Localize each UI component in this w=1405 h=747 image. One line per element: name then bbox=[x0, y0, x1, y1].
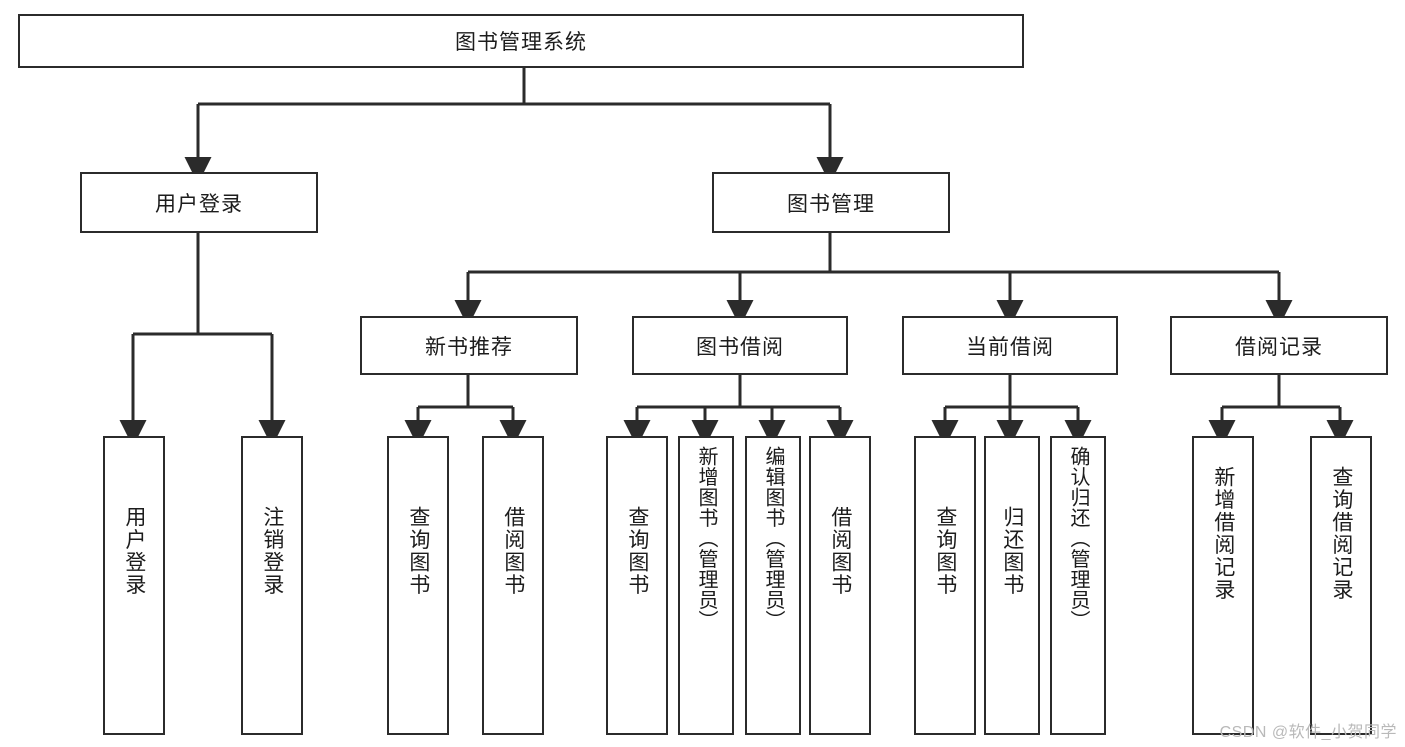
node-label: 借阅图书 bbox=[501, 506, 525, 596]
node-label: 图书借阅 bbox=[696, 335, 784, 359]
node-label: 用户登录 bbox=[155, 192, 243, 216]
csdn-watermark: CSDN @软件_小贺同学 bbox=[1219, 724, 1397, 741]
node-label: 查询图书 bbox=[933, 506, 957, 596]
node-label: 查询图书 bbox=[625, 506, 649, 596]
node-label: 新书推荐 bbox=[425, 335, 513, 359]
leaf-user-login-login[interactable]: 用户登录 bbox=[103, 436, 165, 735]
leaf-current-borrow-confirm-return[interactable]: 确认归还（管理员） bbox=[1050, 436, 1106, 735]
leaf-new-book-query-book[interactable]: 查询图书 bbox=[387, 436, 449, 735]
node-book-borrow[interactable]: 图书借阅 bbox=[632, 316, 848, 375]
leaf-borrow-record-query-record[interactable]: 查询借阅记录 bbox=[1310, 436, 1372, 735]
node-label: 新增图书（管理员） bbox=[695, 446, 717, 631]
node-label: 新增借阅记录 bbox=[1211, 466, 1235, 601]
node-borrow-record[interactable]: 借阅记录 bbox=[1170, 316, 1388, 375]
node-label: 查询借阅记录 bbox=[1329, 466, 1353, 601]
node-label: 图书管理 bbox=[787, 192, 875, 216]
leaf-book-borrow-edit-book[interactable]: 编辑图书（管理员） bbox=[745, 436, 801, 735]
node-root-system[interactable]: 图书管理系统 bbox=[18, 14, 1024, 68]
node-label: 借阅图书 bbox=[828, 506, 852, 596]
leaf-book-borrow-query-book[interactable]: 查询图书 bbox=[606, 436, 668, 735]
leaf-borrow-record-add-record[interactable]: 新增借阅记录 bbox=[1192, 436, 1254, 735]
leaf-book-borrow-borrow-book[interactable]: 借阅图书 bbox=[809, 436, 871, 735]
node-label: 借阅记录 bbox=[1235, 335, 1323, 359]
node-label: 当前借阅 bbox=[966, 335, 1054, 359]
node-book-management[interactable]: 图书管理 bbox=[712, 172, 950, 233]
node-label: 用户登录 bbox=[122, 506, 146, 596]
node-user-login[interactable]: 用户登录 bbox=[80, 172, 318, 233]
leaf-current-borrow-query-book[interactable]: 查询图书 bbox=[914, 436, 976, 735]
leaf-book-borrow-add-book[interactable]: 新增图书（管理员） bbox=[678, 436, 734, 735]
node-label: 查询图书 bbox=[406, 506, 430, 596]
node-new-book-recommend[interactable]: 新书推荐 bbox=[360, 316, 578, 375]
node-current-borrow[interactable]: 当前借阅 bbox=[902, 316, 1118, 375]
leaf-user-login-logout[interactable]: 注销登录 bbox=[241, 436, 303, 735]
node-label: 归还图书 bbox=[1000, 506, 1024, 596]
node-label: 图书管理系统 bbox=[455, 31, 587, 54]
node-label: 确认归还（管理员） bbox=[1067, 446, 1089, 631]
leaf-new-book-borrow-book[interactable]: 借阅图书 bbox=[482, 436, 544, 735]
node-label: 编辑图书（管理员） bbox=[762, 446, 784, 631]
leaf-current-borrow-return-book[interactable]: 归还图书 bbox=[984, 436, 1040, 735]
node-label: 注销登录 bbox=[260, 506, 284, 596]
